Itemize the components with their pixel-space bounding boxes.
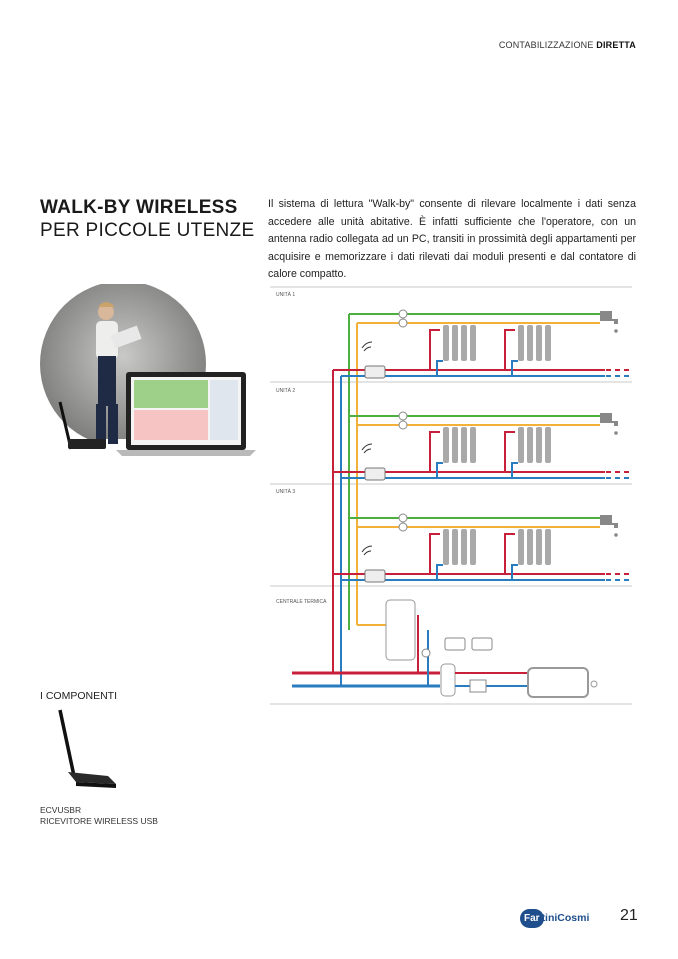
hydraulic-separator-icon [440,663,456,697]
water-meter-icon [398,318,408,328]
radiator-icon [545,427,551,463]
radiator-icon [452,529,458,565]
operator-laptop-photo [38,284,268,469]
section-label: CONTABILIZZAZIONE [498,40,594,50]
radiator-return [436,564,443,580]
radiator-icon [452,427,458,463]
component-code: ECVUSBR [40,805,82,815]
wireless-signal-icon [361,443,373,454]
heat-meter-module-icon [471,637,493,651]
radiator-icon [536,427,542,463]
radiator-icon [527,325,533,361]
radiator-icon [518,529,524,565]
radiator-icon [470,325,476,361]
radiator-icon [545,325,551,361]
radiator-supply [504,533,515,574]
water-meter-icon [398,411,408,421]
radiator-icon [527,427,533,463]
radiator-icon [536,529,542,565]
water-meter-icon [398,309,408,319]
radiator-supply [429,533,440,574]
unit-1-label: UNITÀ 1 [276,291,295,298]
radiator-icon [443,325,449,361]
heat-meter-module-icon [444,637,466,651]
tap-icon [600,413,618,426]
central-heating-label: CENTRALE TERMICA [276,599,327,605]
radiator-return [436,360,443,376]
radiator-icon [545,529,551,565]
component-name: RICEVITORE WIRELESS USB [40,816,158,826]
radiator-return [436,462,443,478]
flow-meter-icon [421,648,431,658]
system-diagram: UNITÀ 1 UNITÀ 2 UNITÀ 3 CENTRALE TERMICA [270,286,632,705]
wireless-signal-icon [361,545,373,556]
radiator-supply [504,329,515,370]
water-drop-icon [614,431,618,435]
water-meter-icon [398,420,408,430]
radiator-icon [443,427,449,463]
boiler-icon [527,667,589,698]
tap-icon [600,515,618,528]
radiator-icon [443,529,449,565]
radiator-icon [470,427,476,463]
usb-wireless-receiver-image [58,709,116,788]
page-title: WALK-BY WIRELESS PER PICCOLE UTENZE [40,196,254,242]
radiator-supply [429,431,440,472]
title-line-2: PER PICCOLE UTENZE [40,220,255,241]
storage-tank-icon [385,599,416,661]
radiator-icon [461,529,467,565]
boiler-outlet-icon [590,680,598,688]
component-caption: ECVUSBR RICEVITORE WIRELESS USB [40,805,158,827]
section-header: CONTABILIZZAZIONE DIRETTA [499,40,636,50]
radiator-return [511,462,518,478]
radiator-icon [536,325,542,361]
heat-meter-icon [364,365,386,379]
radiator-icon [461,427,467,463]
unit-2-label: UNITÀ 2 [276,387,295,394]
radiator-icon [470,529,476,565]
heat-meter-icon [364,569,386,583]
title-line-1: WALK-BY WIRELESS [40,197,238,218]
radiator-icon [527,529,533,565]
heat-meter-icon [364,467,386,481]
radiator-icon [461,325,467,361]
unit-3-label: UNITÀ 3 [276,488,295,495]
radiator-supply [504,431,515,472]
tap-icon [600,311,618,324]
section-label-bold: DIRETTA [596,40,636,50]
water-drop-icon [614,533,618,537]
water-drop-icon [614,329,618,333]
logo-part-b: tiniCosmi [541,912,590,924]
water-meter-icon [398,513,408,523]
body-paragraph: Il sistema di lettura "Walk-by" consente… [268,198,636,281]
page-number: 21 [620,907,638,924]
radiator-icon [452,325,458,361]
components-heading: I COMPONENTI [40,690,118,702]
radiator-return [511,360,518,376]
radiator-return [511,564,518,580]
meter-valve-icon [469,679,487,693]
radiator-supply [429,329,440,370]
wireless-signal-icon [361,341,373,352]
radiator-icon [518,427,524,463]
radiator-icon [518,325,524,361]
water-meter-icon [398,522,408,532]
logo-part-a: Far [520,908,544,928]
